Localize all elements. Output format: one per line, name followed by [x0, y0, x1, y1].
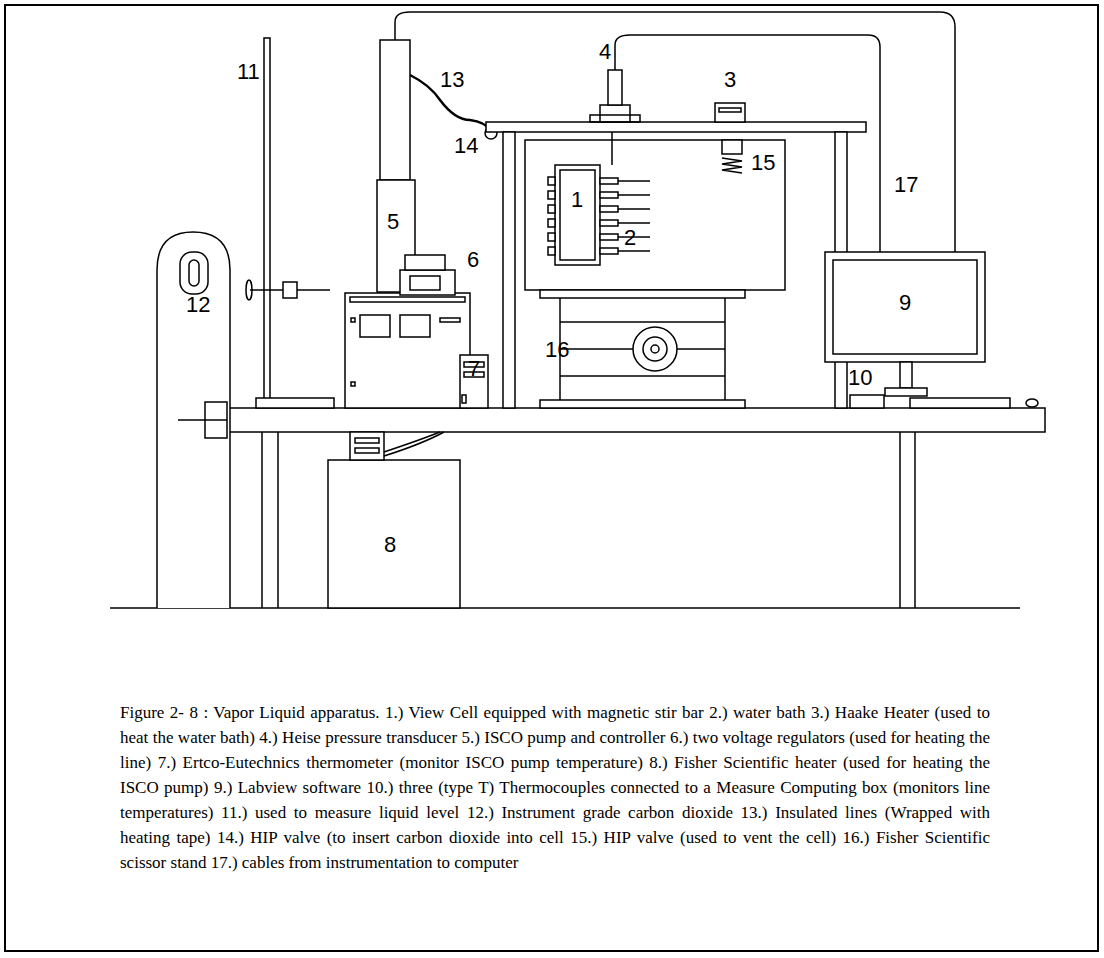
- cell-knob: [548, 247, 555, 255]
- callout-number: 9: [899, 292, 911, 314]
- figure-caption: Figure 2- 8 : Vapor Liquid apparatus. 1.…: [120, 700, 990, 875]
- cell-fitting: [600, 178, 618, 184]
- cell-rod: [618, 208, 650, 210]
- cell-rod: [618, 250, 650, 252]
- callout-number: 10: [848, 367, 872, 389]
- cell-fitting: [600, 248, 618, 254]
- callout-number: 16: [545, 339, 569, 361]
- cell-knob: [548, 177, 555, 185]
- cell-knob: [548, 191, 555, 199]
- cell-rod: [618, 194, 650, 196]
- callout-number: 11: [237, 61, 260, 83]
- cell-knob: [548, 233, 555, 241]
- cell-knob: [548, 205, 555, 213]
- cell-knob: [548, 219, 555, 227]
- callout-number: 17: [894, 174, 918, 196]
- callout-number: 4: [599, 41, 611, 63]
- callout-number: 7: [468, 358, 480, 380]
- cell-fitting: [600, 206, 618, 212]
- callout-number: 3: [724, 69, 736, 91]
- cell-fitting: [600, 192, 618, 198]
- cell-fitting: [600, 220, 618, 226]
- callout-number: 1: [571, 189, 583, 211]
- callout-number: 12: [186, 294, 210, 316]
- callout-number: 6: [467, 249, 479, 271]
- callout-number: 15: [751, 152, 775, 174]
- callout-number: 13: [440, 69, 464, 91]
- callout-number: 8: [384, 534, 396, 556]
- callout-number: 14: [454, 135, 478, 157]
- callout-number: 5: [387, 211, 399, 233]
- cell-rod: [618, 222, 650, 224]
- callout-number: 2: [624, 227, 636, 249]
- cell-rod: [618, 180, 650, 182]
- cell-fitting: [600, 234, 618, 240]
